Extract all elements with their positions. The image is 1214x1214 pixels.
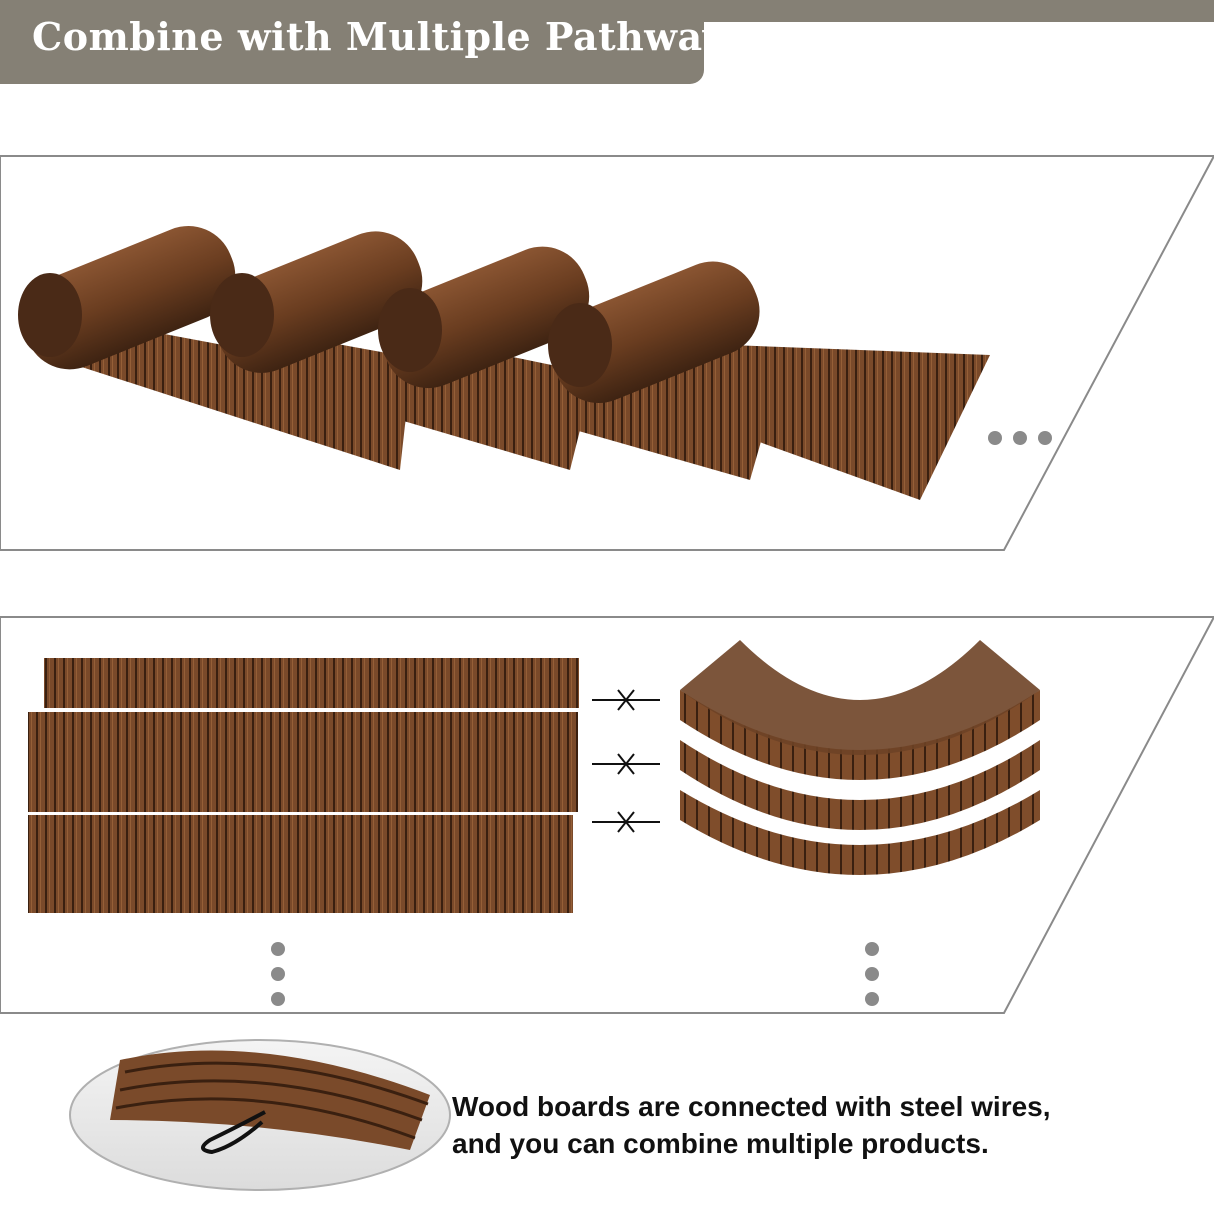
caption-line-1: Wood boards are connected with steel wir… — [452, 1091, 1051, 1122]
rolled-pathway-4 — [548, 261, 990, 500]
rolled-pathway-1 — [18, 226, 410, 470]
page-title: Combine with Multiple Pathway — [32, 14, 726, 59]
rolled-pathway-3 — [378, 246, 770, 480]
caption-text: Wood boards are connected with steel wir… — [452, 1088, 1051, 1162]
straight-pathways — [28, 658, 579, 913]
wire-loop-icon — [201, 1110, 266, 1155]
more-dots-vertical-right — [865, 942, 879, 1006]
rolled-pathways-panel — [0, 155, 1214, 551]
curved-pathways — [680, 640, 1040, 875]
connector-knots — [592, 689, 660, 833]
combined-pathways-panel — [0, 616, 1214, 1014]
caption-line-2: and you can combine multiple products. — [452, 1128, 989, 1159]
steel-wire-closeup — [69, 1039, 451, 1191]
header-strip — [704, 0, 1214, 22]
header-banner — [0, 0, 704, 84]
more-dots-vertical-left — [271, 942, 285, 1006]
rolled-pathway-2 — [210, 231, 590, 470]
more-dots-horizontal — [988, 431, 1052, 445]
